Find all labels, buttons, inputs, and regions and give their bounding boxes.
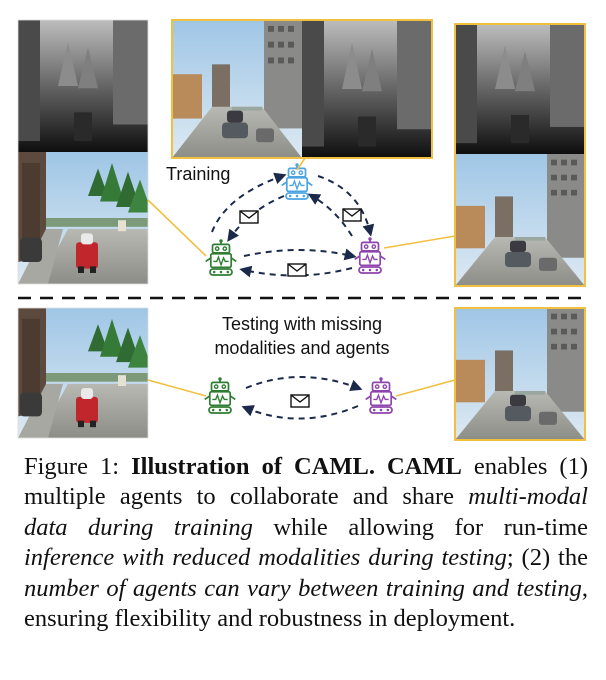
testing-label-line1: Testing with missing bbox=[222, 314, 382, 334]
caption-italic-1: multi-modal data during training bbox=[24, 483, 588, 541]
robot-icon-green-top bbox=[204, 238, 238, 276]
figure-caption: Figure 1: Illustration of CAML. CAML ena… bbox=[24, 452, 588, 634]
robot-icon-purple-bottom bbox=[364, 376, 398, 414]
test-agent1-rgb-image bbox=[18, 308, 152, 438]
envelope-icon-2 bbox=[342, 208, 362, 222]
caption-bold: Illustration of CAML. CAML bbox=[131, 453, 462, 480]
training-label: Training bbox=[166, 164, 230, 184]
caption-text-2: while allowing for run-time bbox=[252, 513, 588, 541]
agent3-depth-image bbox=[455, 24, 585, 154]
caption-text-1: enables (1) multiple agents to collabora… bbox=[24, 453, 588, 511]
testing-label-line2: modalities and agents bbox=[214, 338, 389, 358]
test-agent2-rgb-image bbox=[455, 308, 585, 440]
caption-prefix: Figure 1: bbox=[24, 453, 132, 480]
robot-icon-purple-top bbox=[353, 236, 387, 274]
envelope-icon-3 bbox=[287, 263, 307, 277]
agent1-depth-image bbox=[18, 20, 148, 152]
agent2-depth-image bbox=[302, 20, 432, 158]
caption-italic-2: inference with reduced modalities during… bbox=[24, 544, 507, 572]
agent2-rgb-image bbox=[172, 20, 302, 158]
caption-text-3: ; (2) the bbox=[506, 544, 588, 572]
caption-italic-3: number of agents can vary between traini… bbox=[24, 574, 582, 602]
envelope-icon-1 bbox=[239, 210, 259, 224]
agent1-rgb-image bbox=[18, 152, 152, 284]
caption-text-4: , ensuring flexibility and robustness in… bbox=[24, 574, 588, 633]
envelope-icon-4 bbox=[290, 394, 310, 408]
caml-illustration: Training Testing with missing modalities… bbox=[17, 19, 590, 441]
agent3-rgb-image bbox=[455, 154, 585, 286]
robot-icon-green-bottom bbox=[203, 376, 237, 414]
